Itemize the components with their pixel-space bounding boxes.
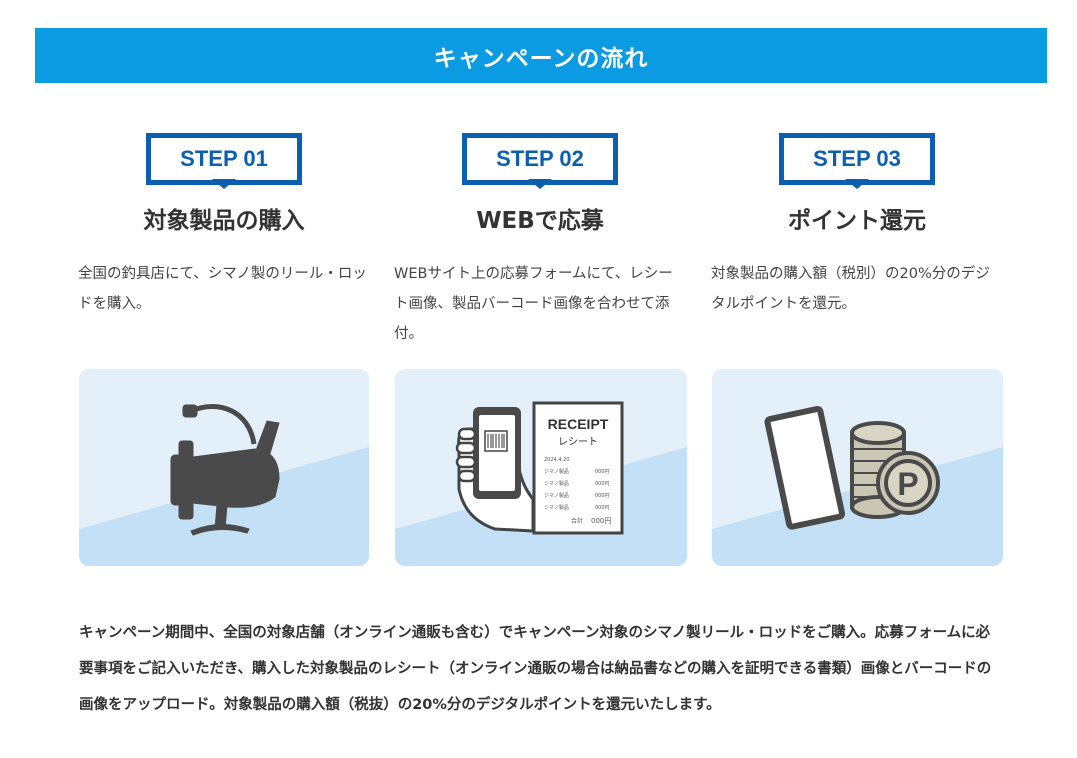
step-title: 対象製品の購入 [143,208,305,234]
step-2: STEP 02 WEBで応募 WEBサイト上の応募フォームにて、レシート画像、製… [394,133,686,351]
step-badge: STEP 03 [779,133,935,189]
step-badge: STEP 02 [462,133,618,189]
receipt-price: 000円 [595,469,610,475]
badge-pointer-icon [212,179,236,189]
badge-pointer-icon [845,179,869,189]
step-badge-label: STEP 02 [462,133,618,185]
point-symbol: P [897,466,918,502]
step-description: 対象製品の購入額（税別）の20%分のデジタルポイントを還元。 [711,266,990,312]
step-1: STEP 01 対象製品の購入 全国の釣具店にて、シマノ製のリール・ロッドを購入… [78,133,370,351]
receipt-total: 000円 [591,517,611,525]
step-badge-label: STEP 03 [779,133,935,185]
receipt-price: 000円 [595,505,610,511]
receipt-item: シマノ製品 [544,504,569,511]
receipt-item: シマノ製品 [544,480,569,487]
points-illustration-card: P [712,369,1003,566]
receipt-title: RECEIPT [548,416,609,432]
receipt-illustration-card: RECEIPT レシート 2024.4.20 シマノ製品 000円 シマノ製品 … [395,369,687,566]
step-3: STEP 03 ポイント還元 対象製品の購入額（税別）の20%分のデジタルポイン… [711,133,1003,351]
step-title: ポイント還元 [788,208,926,234]
phone-receipt-icon: RECEIPT レシート 2024.4.20 シマノ製品 000円 シマノ製品 … [395,369,687,566]
badge-pointer-icon [528,179,552,189]
step-description: WEBサイト上の応募フォームにて、レシート画像、製品バーコード画像を合わせて添付… [394,266,673,342]
spinning-reel-icon [79,369,369,566]
receipt-price: 000円 [595,493,610,499]
receipt-subtitle: レシート [558,437,598,448]
campaign-flow-banner: キャンペーンの流れ [35,28,1047,83]
banner-title: キャンペーンの流れ [433,45,649,72]
step-badge: STEP 01 [146,133,302,189]
campaign-description: キャンペーン期間中、全国の対象店舗（オンライン通販も含む）でキャンペーン対象のシ… [79,625,992,713]
receipt-total-label: 合計 [571,517,583,525]
receipt-date: 2024.4.20 [544,457,569,463]
receipt-item: シマノ製品 [544,492,569,499]
points-coins-icon: P [712,369,1003,566]
reel-illustration-card [79,369,369,566]
step-badge-label: STEP 01 [146,133,302,185]
step-title: WEBで応募 [476,208,604,234]
step-description: 全国の釣具店にて、シマノ製のリール・ロッドを購入。 [78,266,367,312]
receipt-price: 000円 [595,481,610,487]
receipt-item: シマノ製品 [544,468,569,475]
